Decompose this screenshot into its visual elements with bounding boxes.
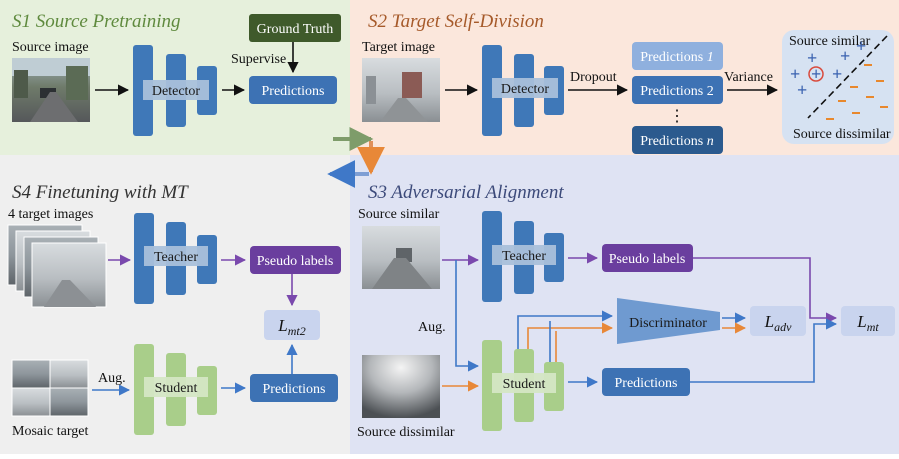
s4-student: Student: [134, 344, 217, 435]
svg-text:+: +: [840, 46, 850, 66]
s3-source-dissimilar-image: [362, 355, 440, 418]
svg-text:+: +: [856, 36, 866, 56]
predictions-1-box: [632, 42, 723, 70]
l-adv-label: Ladv: [764, 312, 792, 334]
target-image-label: Target image: [362, 40, 435, 55]
s1-predictions-label: Predictions: [262, 84, 325, 99]
s3-aug-label: Aug.: [418, 320, 446, 335]
pseudo-to-lmt: [693, 257, 838, 324]
s4-teacher: Teacher: [134, 213, 217, 304]
s3-similar-to-student: [455, 260, 480, 372]
svg-text:+: +: [811, 64, 821, 84]
predictions-n-box: [632, 126, 723, 154]
source-image-label: Source image: [12, 40, 89, 55]
s1-title: S1 Source Pretraining: [12, 11, 181, 32]
s3-student-label: Student: [503, 377, 546, 392]
four-target-images-label: 4 target images: [8, 207, 93, 222]
discriminator-label: Discriminator: [629, 316, 707, 331]
s4-predictions-label: Predictions: [263, 382, 326, 397]
s1-detector: Detector: [133, 45, 217, 136]
s4-predictions-box: [250, 374, 338, 402]
ground-truth-box: [249, 14, 341, 42]
s3-predictions-label: Predictions: [615, 376, 678, 391]
predictions-2-label: Predictions 2: [640, 84, 714, 99]
svg-text:+: +: [807, 48, 817, 68]
s4-pseudo-labels-box: [250, 246, 341, 274]
s4-student-label: Student: [155, 381, 198, 396]
s1-predictions-box: [249, 76, 337, 104]
mosaic-target-label: Mosaic target: [12, 424, 88, 439]
predictions-to-lmt: [690, 318, 838, 383]
ground-truth-label: Ground Truth: [257, 22, 334, 37]
variance-label: Variance: [724, 70, 773, 85]
s4-aug-label: Aug.: [98, 371, 126, 386]
l-mt2-box: [264, 310, 320, 340]
s3-teacher: Teacher: [482, 211, 564, 302]
s2-title: S2 Target Self-Division: [368, 11, 544, 32]
division-panel: Source similar Source dissimilar + + + +…: [782, 30, 894, 144]
s2-detector-label: Detector: [501, 82, 550, 97]
supervise-label: Supervise: [231, 52, 286, 67]
source-similar-label: Source similar: [789, 34, 871, 49]
predictions-vdots: ⋮: [669, 108, 685, 125]
source-image: [12, 58, 90, 122]
svg-text:+: +: [797, 80, 807, 100]
s3-predictions-box: [602, 368, 690, 396]
s3-source-similar-image: [362, 226, 440, 289]
s3-pseudo-labels-box: [602, 244, 693, 272]
dropout-label: Dropout: [570, 70, 617, 85]
four-target-images-stack: [7, 224, 107, 308]
s3-source-dissimilar-label: Source dissimilar: [357, 425, 455, 440]
s1-detector-label: Detector: [152, 84, 201, 99]
s4-title: S4 Finetuning with MT: [12, 182, 189, 203]
l-mt-box: [841, 306, 895, 336]
target-image: [362, 58, 440, 122]
s4-pseudo-labels-label: Pseudo labels: [257, 254, 334, 269]
svg-text:+: +: [832, 64, 842, 84]
l-mt-label: Lmt: [856, 312, 879, 334]
s3-teacher-label: Teacher: [502, 249, 546, 264]
s3-source-similar-label: Source similar: [358, 207, 440, 222]
l-mt2-label: Lmt2: [277, 316, 305, 338]
s3-student-to-disc-blue: [517, 310, 614, 349]
svg-text:+: +: [790, 64, 800, 84]
predictions-1-label: Predictions 1: [640, 50, 714, 65]
s3-pseudo-labels-label: Pseudo labels: [609, 252, 686, 267]
s3-title: S3 Adversarial Alignment: [368, 182, 564, 203]
s2-detector: Detector: [482, 45, 564, 136]
source-dissimilar-label: Source dissimilar: [793, 127, 891, 142]
predictions-n-label: Predictions n: [640, 134, 714, 149]
s3-student: Student: [482, 340, 564, 431]
s4-teacher-label: Teacher: [154, 250, 198, 265]
predictions-2-box: [632, 76, 723, 104]
s3-student-to-disc-orange: [527, 322, 614, 349]
l-adv-box: [750, 306, 806, 336]
mosaic-target-image: [11, 359, 89, 417]
discriminator-shape: [617, 298, 720, 344]
